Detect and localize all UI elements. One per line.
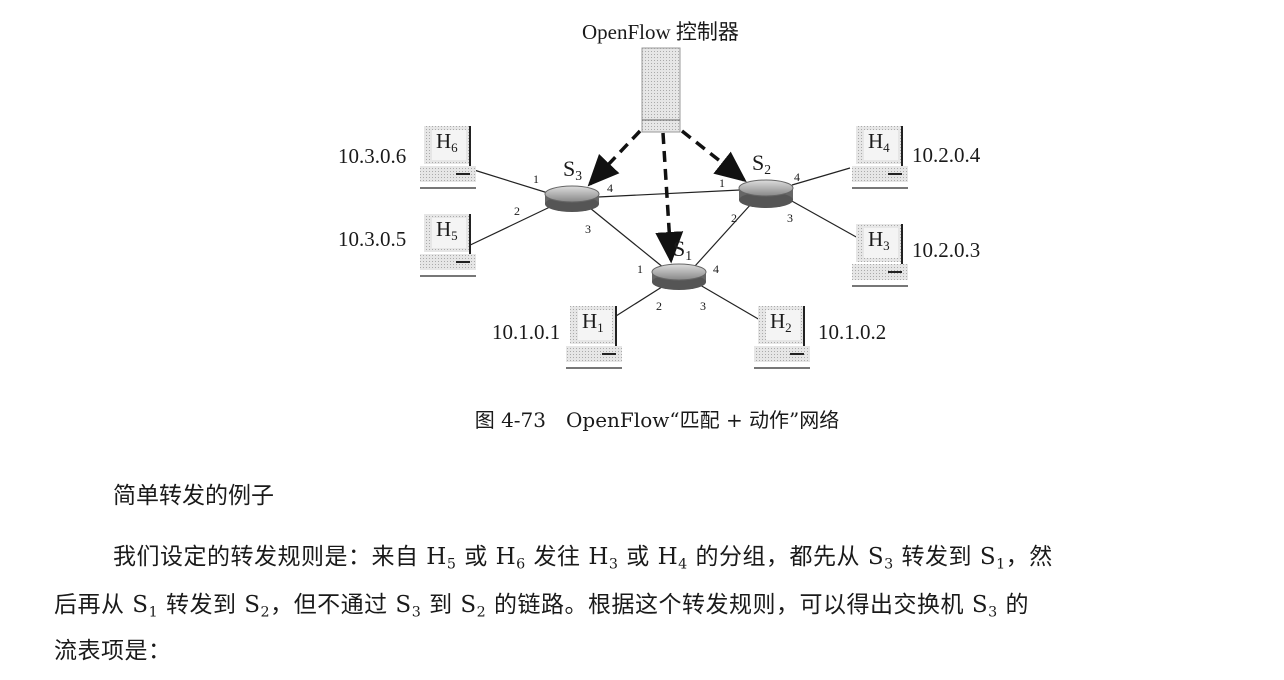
port-label: 2 [656, 299, 662, 313]
switch-label-s3: S3 [563, 156, 583, 184]
paragraph-line-1: 我们设定的转发规则是：来自 H5 或 H6 发往 H3 或 H4 的分组，都先从… [113, 537, 1053, 571]
host-label-h6: H6 [436, 129, 458, 155]
subscript: 3 [411, 604, 422, 621]
computer-icon [852, 126, 908, 189]
computer-icon [754, 306, 810, 369]
switch-label-s2: S2 [752, 150, 772, 178]
computer-icon [420, 214, 476, 277]
host-label-h5: H5 [436, 217, 458, 243]
controller-label: OpenFlow 控制器 [582, 20, 739, 44]
subscript: 2 [476, 604, 487, 621]
port-label: 1 [533, 172, 539, 186]
port-label: 3 [585, 222, 591, 236]
computer-icon [420, 126, 476, 189]
text-run: 转发到 S [893, 544, 997, 570]
port-label: 3 [700, 299, 706, 313]
switch-s1-icon [651, 263, 707, 290]
text-run: 的链路。根据这个转发规则，可以得出交换机 S [486, 592, 989, 618]
figure-caption: 图 4-73 OpenFlow“匹配 + 动作”网络 [474, 408, 840, 432]
port-label: 1 [719, 176, 725, 190]
ip-address-h1: 10.1.0.1 [492, 320, 561, 344]
text-run: 后再从 S [54, 592, 149, 618]
port-label: 4 [794, 170, 800, 184]
port-label: 2 [514, 204, 520, 218]
port-label: 2 [731, 211, 737, 225]
subscript: 4 [678, 556, 688, 573]
host-label-h2: H2 [770, 309, 792, 335]
text-run: 的分组，都先从 S [687, 544, 885, 570]
host-label-h1: H1 [582, 309, 604, 335]
paragraph-line-3: 流表项是： [54, 631, 172, 665]
subscript: 6 [516, 556, 526, 573]
subscript: 3 [608, 556, 619, 573]
subscript: 1 [148, 604, 159, 621]
text-run: 到 S [421, 592, 477, 618]
paragraph-line-2: 后再从 S1 转发到 S2，但不通过 S3 到 S2 的链路。根据这个转发规则，… [54, 585, 1029, 619]
controller-server-icon [641, 47, 681, 133]
subscript: 5 [446, 556, 457, 573]
text-run: ，但不通过 S [270, 592, 412, 618]
text-run: 或 H [456, 544, 517, 570]
port-label: 1 [637, 262, 643, 276]
computer-icon [852, 224, 908, 287]
subscript: 2 [260, 604, 271, 621]
subscript: 3 [884, 556, 894, 573]
switch-s3-icon [544, 185, 600, 212]
ip-address-h6: 10.3.0.6 [338, 144, 407, 168]
switch-s2-icon [738, 179, 794, 208]
text-run: ，然 [1005, 544, 1053, 570]
host-computers [420, 126, 908, 369]
port-label: 3 [787, 211, 793, 225]
ip-address-h3: 10.2.0.3 [912, 238, 981, 262]
subscript: 3 [988, 604, 998, 621]
port-label: 4 [713, 262, 719, 276]
controller-links [587, 129, 747, 264]
computer-icon [566, 306, 622, 369]
text-run: 发往 H [525, 544, 609, 570]
text-run: 我们设定的转发规则是：来自 H [113, 544, 447, 570]
text-run: 或 H [618, 544, 679, 570]
ip-address-h5: 10.3.0.5 [338, 227, 407, 251]
switch-label-s1: S1 [673, 236, 693, 264]
section-heading: 简单转发的例子 [113, 483, 274, 509]
ip-address-h4: 10.2.0.4 [912, 143, 981, 167]
host-label-h3: H3 [868, 227, 890, 253]
links [463, 167, 859, 321]
port-label: 4 [607, 181, 613, 195]
subscript: 1 [996, 556, 1006, 573]
text-run: 转发到 S [158, 592, 261, 618]
host-label-h4: H4 [868, 129, 890, 155]
text-run: 的 [997, 592, 1030, 618]
text-run: 流表项是： [54, 638, 172, 664]
ip-address-h2: 10.1.0.2 [818, 320, 887, 344]
